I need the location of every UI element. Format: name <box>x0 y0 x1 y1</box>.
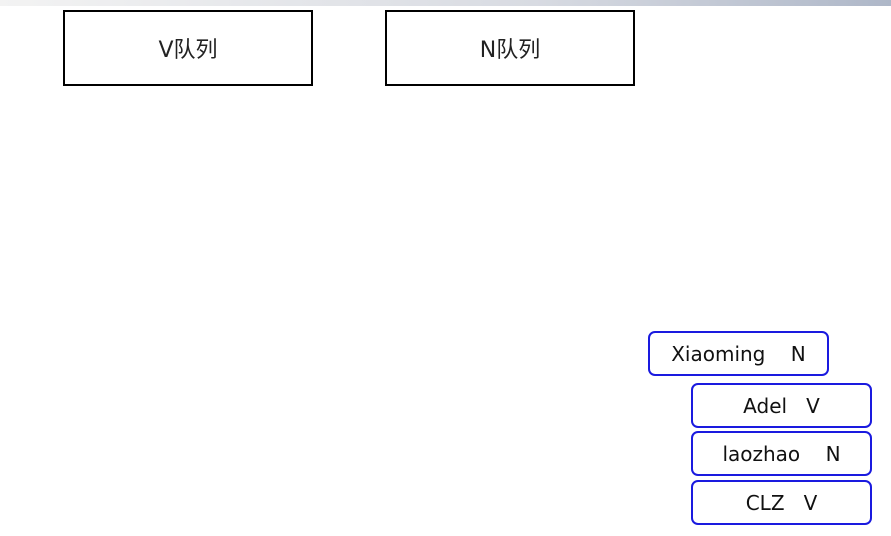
item-label: Xiaoming N <box>671 341 806 366</box>
item-label: laozhao N <box>722 441 841 466</box>
item-clz[interactable]: CLZ V <box>691 480 872 525</box>
item-label: CLZ V <box>745 490 818 515</box>
n-queue-label: N队列 <box>479 38 541 63</box>
v-queue-label: V队列 <box>158 38 218 63</box>
v-queue-box: V队列 <box>63 10 313 86</box>
top-strip <box>0 0 891 6</box>
item-laozhao[interactable]: laozhao N <box>691 431 872 476</box>
n-queue-box: N队列 <box>385 10 635 86</box>
item-xiaoming[interactable]: Xiaoming N <box>648 331 829 376</box>
item-adel[interactable]: Adel V <box>691 383 872 428</box>
item-label: Adel V <box>743 393 820 418</box>
